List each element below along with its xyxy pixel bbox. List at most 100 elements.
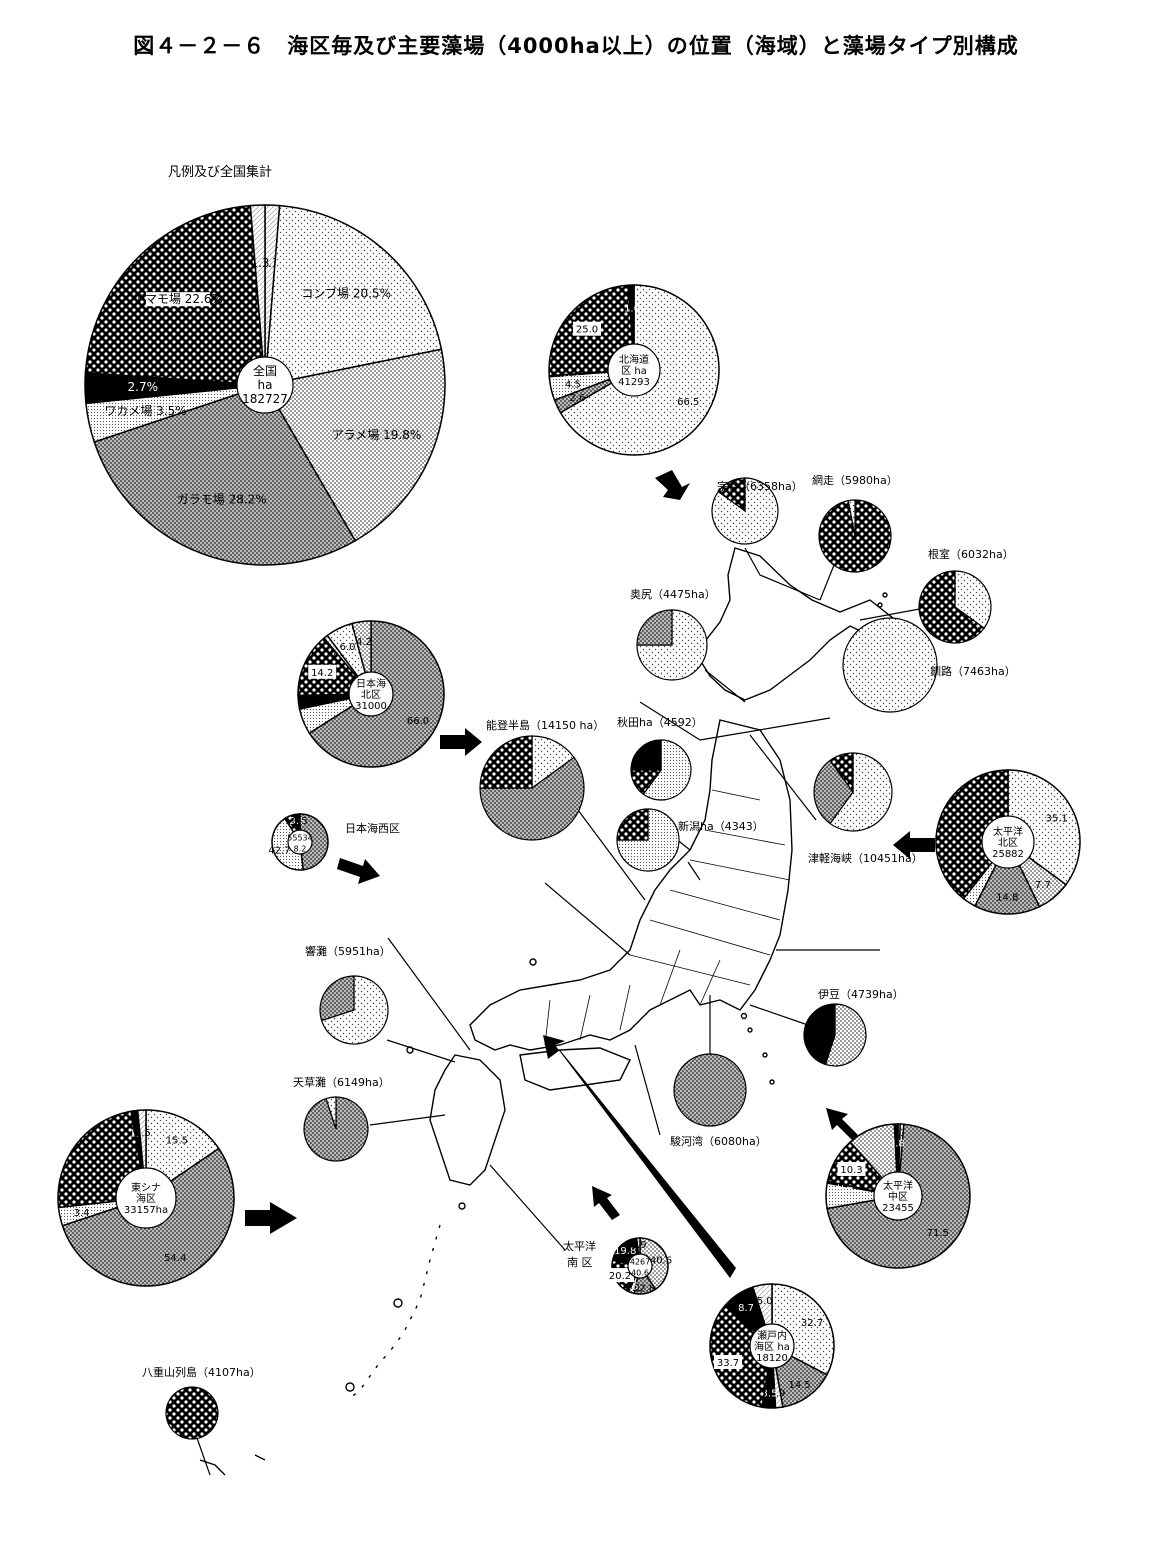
pie-slice-garamo (673, 1053, 747, 1127)
pie-data-label: 3.4 (74, 1208, 90, 1219)
pie-center-label: 北海道 (619, 353, 649, 366)
pie-center-hole (627, 1253, 653, 1279)
island (882, 592, 888, 598)
pie-slice-amamo (717, 477, 746, 513)
island (877, 602, 883, 608)
pie-kushiro (842, 617, 938, 713)
pie-data-label: 7.7 (1035, 880, 1051, 891)
pie-center-hole (607, 343, 661, 397)
pie-data-label: 0.5 (292, 816, 308, 827)
label-suruga: 駿河湾（6080ha） (670, 1134, 767, 1148)
pie-data-label: 1.9 (769, 1388, 785, 1399)
leader-noto (577, 809, 646, 901)
figure-title: 図４－２－６ 海区毎及び主要藻場（4000ha以上）の位置（海域）と藻場タイプ別… (133, 34, 1019, 58)
pie-slice-kelp (1007, 769, 1081, 886)
prefecture-lines (544, 789, 791, 1046)
label-pacific-south: 太平洋 (563, 1239, 596, 1253)
shikoku-outline (519, 1047, 631, 1091)
island (345, 1382, 355, 1392)
pie-center-label: ha (258, 378, 273, 392)
label-abashiri: 網走（5980ha） (812, 473, 898, 487)
pie-data-label: 1.3 (250, 256, 269, 270)
pie-data-label: 0.8 (889, 1138, 905, 1149)
pie-data-label: コンブ場 20.5% (301, 286, 391, 301)
pie-amakusa (303, 1096, 369, 1162)
pie-slice-amamo (935, 769, 1009, 900)
pie-nemuro (918, 570, 992, 644)
nansei-islands (347, 1224, 441, 1401)
pie-slice-garamo (479, 756, 585, 841)
label-tsugaru: 津軽海峡（10451ha） (808, 851, 923, 865)
pie-data-label: 25.0 (576, 325, 598, 336)
yaeyama-islands (199, 1454, 266, 1476)
pie-data-label: 66.5 (677, 397, 699, 408)
pie-center-label: 8.2 (294, 845, 307, 854)
pie-center-label: 北区 (361, 689, 381, 701)
pie-slice-garamo (973, 840, 1041, 915)
pie-slice-kelp (325, 1096, 337, 1130)
pie-slice-wakame (642, 739, 692, 801)
label-noto: 能登半島（14150 ha） (486, 718, 604, 732)
pie-data-label: 2.8 (289, 816, 305, 827)
label-hibiki: 響灘（5951ha） (305, 944, 391, 958)
pie-data-label: 14.2 (311, 668, 333, 679)
pie-data-label: 10.3 (840, 1165, 862, 1176)
hokkaido-outline (699, 547, 900, 701)
pie-akita (630, 739, 692, 801)
leader-okushiri (704, 669, 746, 703)
pie-slice-kelp (636, 609, 708, 681)
pie-data-label: 0.4 (837, 1182, 853, 1193)
island (762, 1052, 768, 1058)
pie-slice-garamo (319, 975, 355, 1022)
label-kushiro: 釧路（7463ha） (930, 664, 1016, 678)
pie-niigata (616, 808, 680, 872)
pie-data-label: 0.2 (564, 371, 580, 382)
island (458, 1202, 466, 1210)
pie-center-label: 区 ha (621, 365, 647, 377)
pie-data-label: 1.9 (631, 1240, 647, 1251)
label-yaeyama: 八重山列島（4107ha） (142, 1365, 261, 1379)
pie-data-label: 14.5 (788, 1380, 810, 1391)
pie-slice-amamo (829, 752, 854, 794)
japan-map (199, 547, 900, 1476)
pie-slice-garamo (299, 813, 329, 871)
label-backing (145, 292, 210, 307)
pie-center-hole (749, 1323, 795, 1369)
pie-slice-kelp (531, 735, 575, 790)
pie-data-label: 0.9 (330, 648, 346, 659)
label-backing (572, 321, 601, 336)
pie-data-label: 2.7% (128, 380, 159, 394)
pie-data-label: 3.5 (762, 1389, 778, 1400)
pie-center-label: 太平洋 (883, 1179, 913, 1192)
arrow-setonaikai (543, 1035, 736, 1278)
label-akita: 秋田ha（4592） (617, 715, 703, 729)
label-japansea-west: 日本海西区 (345, 821, 400, 835)
pie-data-label: 33.7 (717, 1358, 739, 1369)
pie-slice-kelp (842, 617, 938, 713)
pie-center-label: 55534 (287, 834, 312, 843)
pie-center-label: 海区 ha (754, 1340, 790, 1353)
leader-pacific-south (489, 1164, 566, 1251)
pie-data-label: 1.6 (622, 1282, 638, 1293)
pie-data-label: 1.2 (129, 1129, 145, 1140)
arrow-eastchina (245, 1202, 297, 1234)
pie-data-label: 32.7 (801, 1318, 823, 1329)
pie-data-label: 54.4 (164, 1253, 186, 1264)
pie-okushiri (636, 609, 708, 681)
boundary-kyushu-west (387, 937, 471, 1051)
island (740, 1012, 748, 1020)
pie-center-label: 東シナ (131, 1181, 161, 1194)
label-backing (308, 664, 337, 679)
pie-data-label: 40.6 (650, 1256, 672, 1267)
pie-center-label: 25882 (992, 849, 1024, 860)
pie-soya (711, 477, 779, 545)
leader-izu (749, 1004, 809, 1026)
pie-slice-kelp (264, 204, 443, 386)
pie-data-label: 12.8 (633, 1284, 655, 1295)
pie-yaeyama (165, 1386, 219, 1440)
